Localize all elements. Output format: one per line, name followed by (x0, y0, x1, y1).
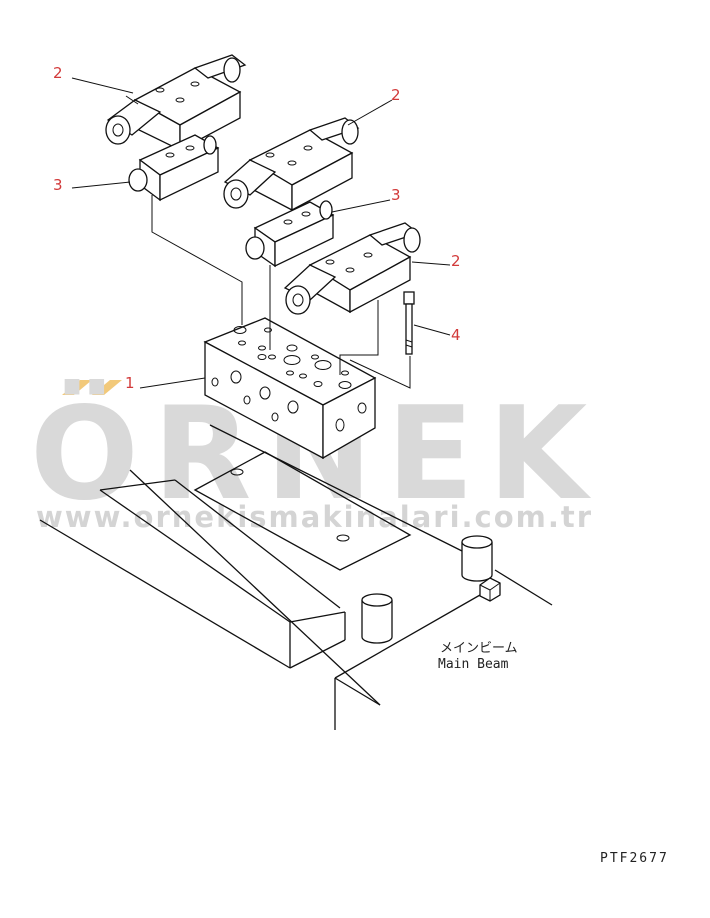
solenoid-valve (283, 222, 421, 315)
callout-1: 1 (125, 374, 135, 392)
spacer (461, 535, 493, 582)
main-beam-label-jp: メインビーム (440, 641, 518, 656)
callout-2-lower: 2 (451, 252, 461, 270)
spacer (361, 593, 393, 644)
drawing-code: PTF2677 (600, 851, 669, 866)
callout-2-top: 2 (53, 64, 63, 82)
watermark-url: www.ornekismakinalari.com.tr (36, 500, 593, 534)
callout-3-right: 3 (391, 186, 401, 204)
watermark-accent-mark (92, 380, 122, 395)
main-beam-label-en: Main Beam (438, 657, 509, 672)
mounting-bolt (403, 291, 415, 355)
watermark-accent-mark (62, 380, 92, 395)
assembly-guide-lines (151, 195, 411, 389)
valve-manifold-block (203, 317, 377, 460)
nut (479, 577, 501, 602)
solenoid-valve (223, 117, 360, 212)
callout-4: 4 (451, 326, 461, 344)
mounting-plate (39, 424, 553, 730)
solenoid-valve (105, 54, 247, 152)
callout-3-left: 3 (53, 176, 63, 194)
callout-2-right: 2 (391, 86, 401, 104)
callout-leaders (71, 77, 451, 389)
solenoid-valve (245, 200, 335, 268)
solenoid-valve (128, 134, 220, 202)
